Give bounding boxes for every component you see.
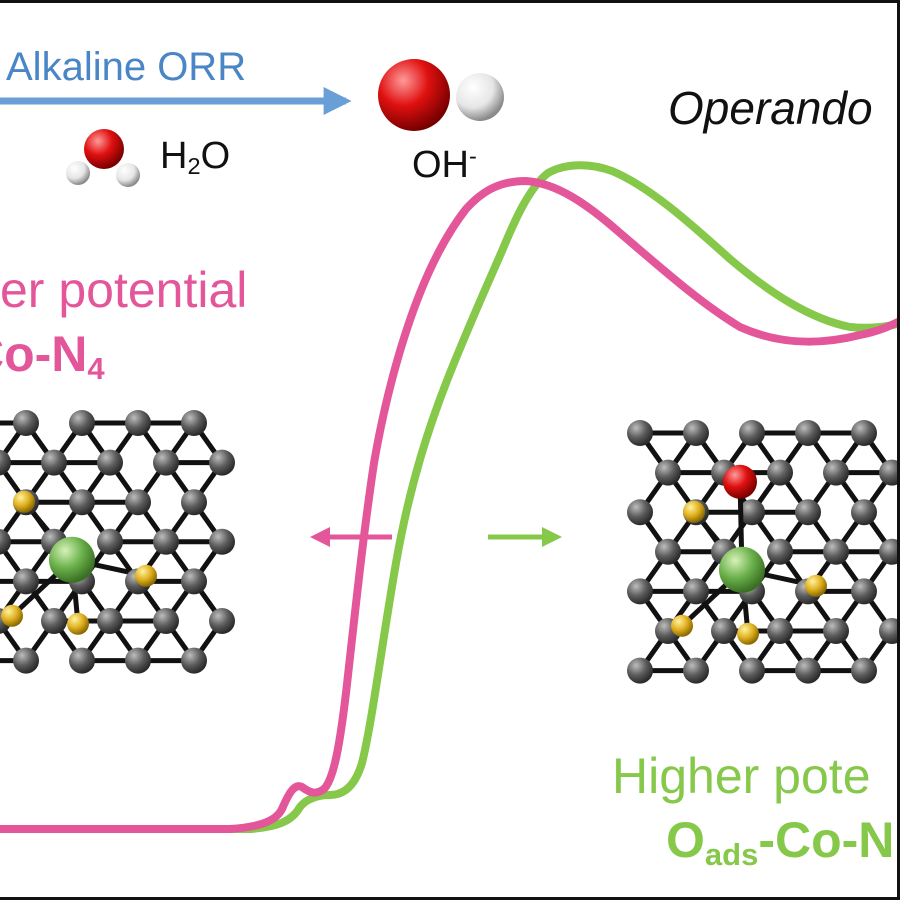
carbon-atom: [767, 538, 793, 565]
carbon-atom: [181, 410, 207, 436]
co-n4-label: Co-N4: [0, 326, 105, 386]
water-formula: H2O: [160, 135, 231, 179]
carbon-atom: [627, 657, 653, 684]
carbon-atom: [41, 608, 67, 634]
carbon-atom: [655, 459, 681, 486]
carbon-atom: [711, 618, 737, 644]
oxygen-atom: [723, 464, 757, 499]
carbon-atom: [0, 528, 11, 555]
carbon-atom: [655, 538, 681, 565]
carbon-atom: [13, 568, 39, 595]
nitrogen-atom: [1, 604, 23, 627]
cobalt-atom: [719, 546, 765, 593]
lower-potential-label: er potential: [0, 262, 248, 318]
carbon-atom: [851, 657, 877, 684]
carbon-atom: [627, 499, 653, 526]
hydroxide-formula: OH-: [412, 143, 477, 186]
carbon-atom: [97, 528, 123, 555]
carbon-atom: [795, 657, 821, 684]
carbon-atom: [0, 449, 11, 476]
carbon-atom: [69, 647, 95, 674]
carbon-atom: [851, 420, 877, 446]
carbon-atom: [767, 618, 793, 644]
higher-potential-label: Higher pote: [612, 748, 871, 804]
carbon-atom: [767, 459, 793, 486]
carbon-atom: [795, 420, 821, 446]
nitrogen-atom: [135, 564, 157, 587]
nitrogen-atom: [683, 500, 705, 523]
pink-curve: [0, 177, 897, 833]
carbon-atom: [683, 420, 709, 446]
carbon-atom: [823, 538, 849, 565]
carbon-atom: [879, 618, 897, 644]
carbon-atom: [97, 449, 123, 476]
operando-label: Operando: [668, 82, 873, 134]
carbon-atom: [69, 410, 95, 436]
carbon-atom: [125, 647, 151, 674]
green-direction-arrow: [488, 527, 562, 547]
carbon-atom: [795, 499, 821, 526]
carbon-atom: [209, 608, 235, 634]
carbon-atom: [13, 647, 39, 674]
carbon-atom: [683, 657, 709, 684]
carbon-atom: [683, 578, 709, 605]
carbon-atom: [153, 528, 179, 555]
carbon-atom: [823, 618, 849, 644]
diagram-canvas: [0, 59, 897, 833]
carbon-atom: [181, 647, 207, 674]
carbon-atom: [125, 410, 151, 436]
reaction-label: Alkaline ORR: [6, 45, 247, 89]
oads-co-n4-label: Oads-Co-N: [666, 812, 895, 872]
green-curve: [0, 161, 897, 833]
nitrogen-atom: [671, 614, 693, 637]
carbon-atom: [879, 459, 897, 486]
carbon-atom: [69, 489, 95, 516]
cobalt-atom: [49, 536, 95, 583]
nitrogen-atom: [13, 490, 35, 513]
carbon-atom: [851, 578, 877, 605]
oads-co-n4-structure: [627, 420, 897, 684]
carbon-atom: [153, 608, 179, 634]
carbon-atom: [181, 489, 207, 516]
carbon-atom: [739, 499, 765, 526]
carbon-atom: [209, 528, 235, 555]
pink-direction-arrow: [310, 527, 392, 547]
carbon-atom: [125, 489, 151, 516]
carbon-atom: [13, 410, 39, 436]
nitrogen-atom: [737, 622, 759, 645]
carbon-atom: [739, 657, 765, 684]
hydroxide-molecule-icon: [378, 59, 504, 131]
carbon-atom: [627, 578, 653, 605]
carbon-atom: [153, 449, 179, 476]
carbon-atom: [739, 420, 765, 446]
carbon-atom: [851, 499, 877, 526]
carbon-atom: [627, 420, 653, 446]
carbon-atom: [209, 449, 235, 476]
nitrogen-atom: [67, 612, 89, 635]
carbon-atom: [97, 608, 123, 634]
water-molecule-icon: [66, 129, 140, 187]
co-n4-structure: [0, 410, 235, 674]
carbon-atom: [823, 459, 849, 486]
carbon-atom: [181, 568, 207, 595]
carbon-atom: [879, 538, 897, 565]
carbon-atom: [41, 449, 67, 476]
nitrogen-atom: [805, 574, 827, 597]
